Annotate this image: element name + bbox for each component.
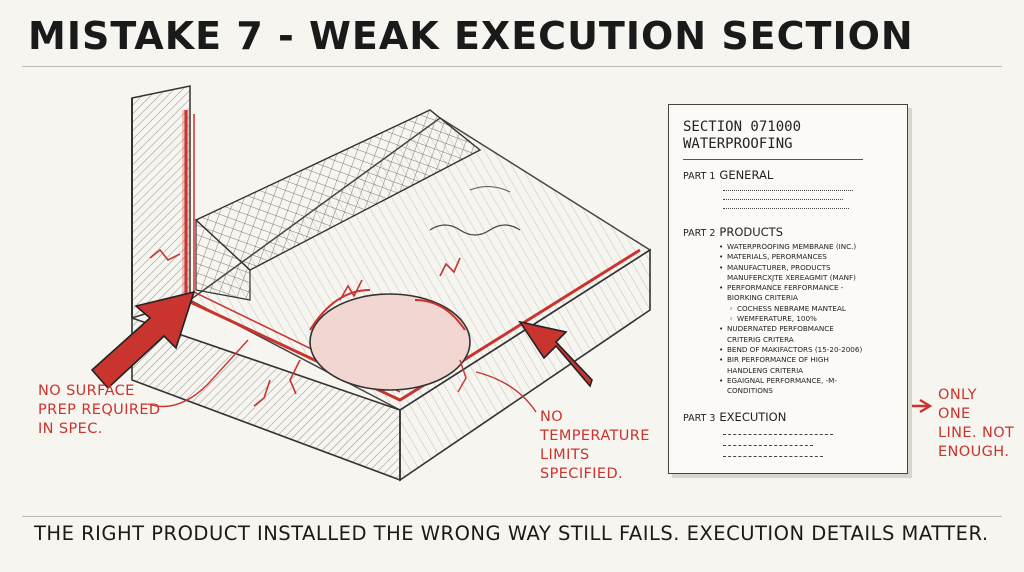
- list-item: MANUFACTURER, PRODUCTS: [719, 263, 897, 274]
- list-item: BEND OF MAKIFACTORS (15-20-2006): [719, 345, 897, 356]
- surface-prep-arrow: [90, 290, 249, 408]
- list-item: WATERPROOFING MEMBRANE (INC.): [719, 242, 897, 253]
- list-item: CRITERIG CRITERA: [727, 334, 794, 344]
- section-divider: [683, 159, 863, 160]
- wall: [131, 85, 191, 320]
- section-name: WATERPROOFING: [683, 136, 793, 152]
- list-item: HANDLENG CRITERIA: [727, 365, 804, 375]
- page-title: MISTAKE 7 - WEAK EXECUTION SECTION: [28, 14, 914, 58]
- list-item: WEMFERATURE, 100%: [727, 314, 897, 325]
- execution-line: [723, 453, 823, 458]
- temperature-note: NO TEMPERATURE LIMITS SPECIFIED.: [540, 409, 650, 482]
- list-item: NUDERNATED PERFOBMANCE: [719, 324, 897, 335]
- footer-divider: [22, 516, 1002, 517]
- products-list: WATERPROOFING MEMBRANE (INC.) MATERIALS,…: [683, 242, 897, 396]
- scribble-line: [723, 185, 853, 191]
- temperature-arrow: [475, 320, 593, 413]
- surface-prep-note: NO SURFACE PREP REQUIRED IN SPEC.: [38, 383, 161, 437]
- execution-note: ONLY ONE LINE. NOT ENOUGH.: [938, 387, 1015, 460]
- membrane-blister: [149, 248, 471, 407]
- title-divider: [22, 66, 1002, 67]
- list-item: MANUFERCXJTE XEREAGMIT (MANF): [727, 272, 856, 282]
- footer-caption: THE RIGHT PRODUCT INSTALLED THE WRONG WA…: [34, 522, 989, 545]
- scribble-line: [723, 194, 843, 200]
- section-number: SECTION 071000: [683, 119, 802, 135]
- list-item: CONDITIONS: [727, 386, 773, 396]
- slab: [131, 117, 652, 482]
- list-item: BIORKING CRITERIA: [727, 293, 798, 303]
- list-item: COCHESS NEBRAME MANTEAL: [727, 304, 897, 315]
- list-item: PERFORMANCE FERFORMANCE -: [719, 283, 897, 294]
- execution-line: [723, 442, 813, 447]
- list-item: BIR PERFORMANCE OF HIGH: [719, 355, 897, 366]
- membrane-grid: [194, 109, 482, 301]
- list-item: EGAIGNAL PERFORMANCE, -M-: [719, 376, 897, 387]
- list-item: MATERIALS, PERORMANCES: [719, 252, 897, 263]
- execution-line: [723, 431, 833, 436]
- scribble-line: [723, 203, 849, 209]
